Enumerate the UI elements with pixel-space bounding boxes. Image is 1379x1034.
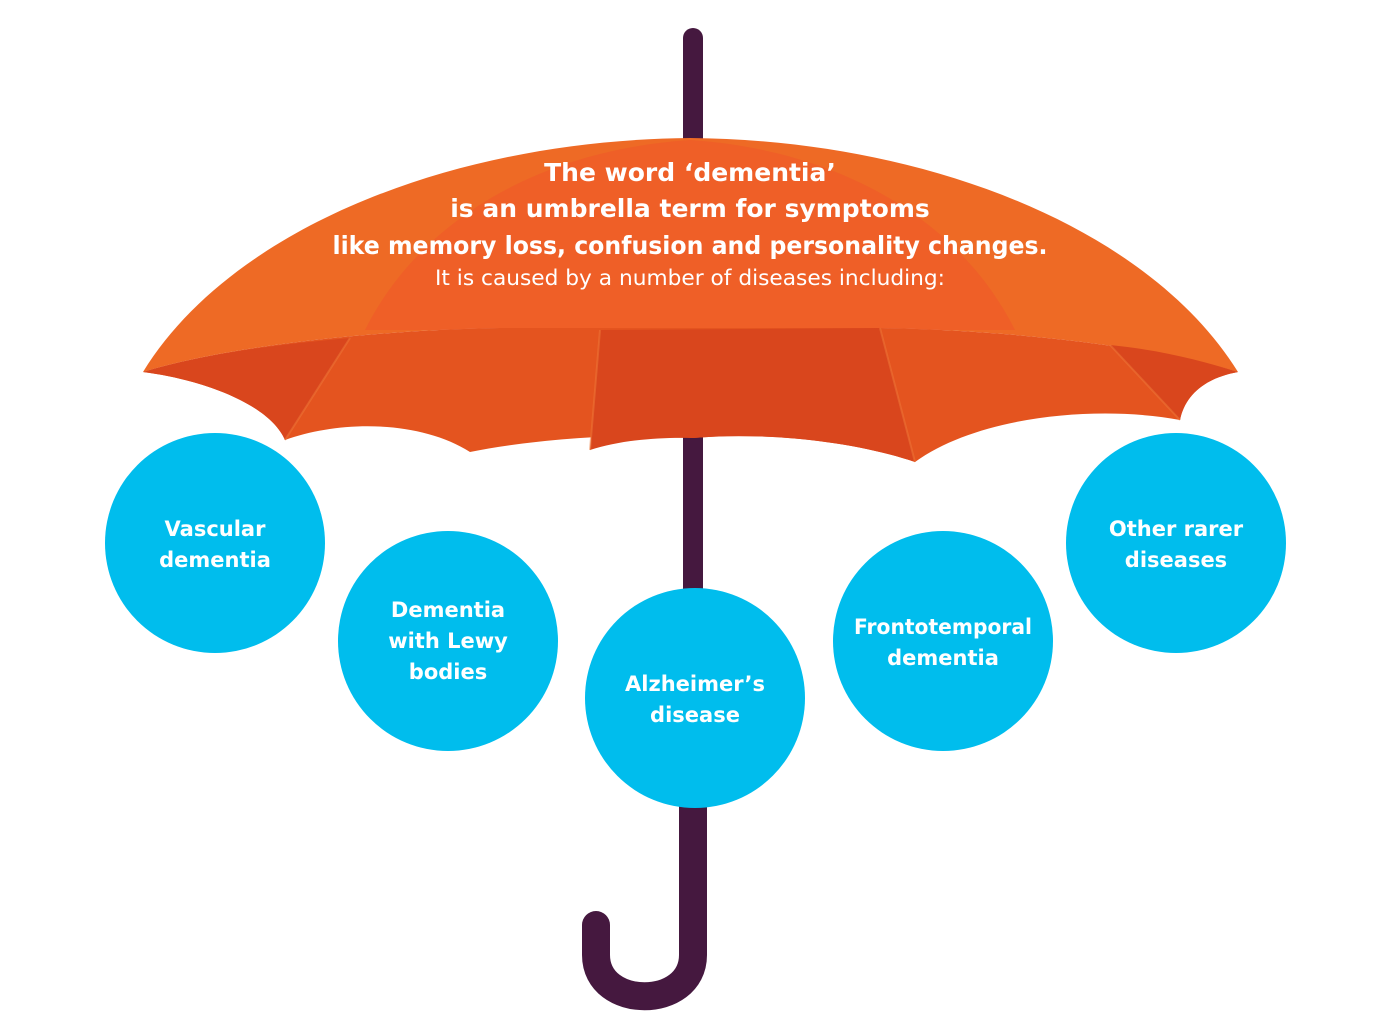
headline-line-1: The word ‘dementia’ xyxy=(544,158,836,187)
headline: The word ‘dementia’ is an umbrella term … xyxy=(333,158,1048,290)
bubble-label-line: dementia xyxy=(159,548,271,572)
disease-bubble-dementia-with-lewy-bodies: Dementia with Lewy bodies xyxy=(338,531,558,751)
disease-bubble-other-rarer-diseases: Other rarer diseases xyxy=(1066,433,1286,653)
umbrella-canopy xyxy=(143,138,1238,463)
disease-bubble-frontotemporal-dementia: Frontotemporal dementia xyxy=(833,531,1053,751)
bubble-label-line: with Lewy xyxy=(388,629,508,653)
bubble-label-line: Other rarer xyxy=(1109,517,1244,541)
headline-line-2: is an umbrella term for symptoms xyxy=(450,194,930,223)
bubble-label-line: bodies xyxy=(409,660,487,684)
disease-bubble-alzheimers-disease: Alzheimer’s disease xyxy=(585,588,805,808)
disease-bubble-vascular-dementia: Vascular dementia xyxy=(105,433,325,653)
headline-line-3: like memory loss, confusion and personal… xyxy=(333,231,1048,260)
bubble-label-line: diseases xyxy=(1125,548,1227,572)
bubble-label-line: disease xyxy=(650,703,740,727)
bubble-label-line: Dementia xyxy=(391,598,505,622)
umbrella-handle xyxy=(582,786,707,1011)
bubble-label-line: Alzheimer’s xyxy=(625,672,765,696)
bubble-label-line: Vascular xyxy=(165,517,267,541)
bubble-label-line: dementia xyxy=(887,646,999,670)
bubble-label-line: Frontotemporal xyxy=(854,615,1032,639)
headline-line-4: It is caused by a number of diseases inc… xyxy=(435,266,945,290)
